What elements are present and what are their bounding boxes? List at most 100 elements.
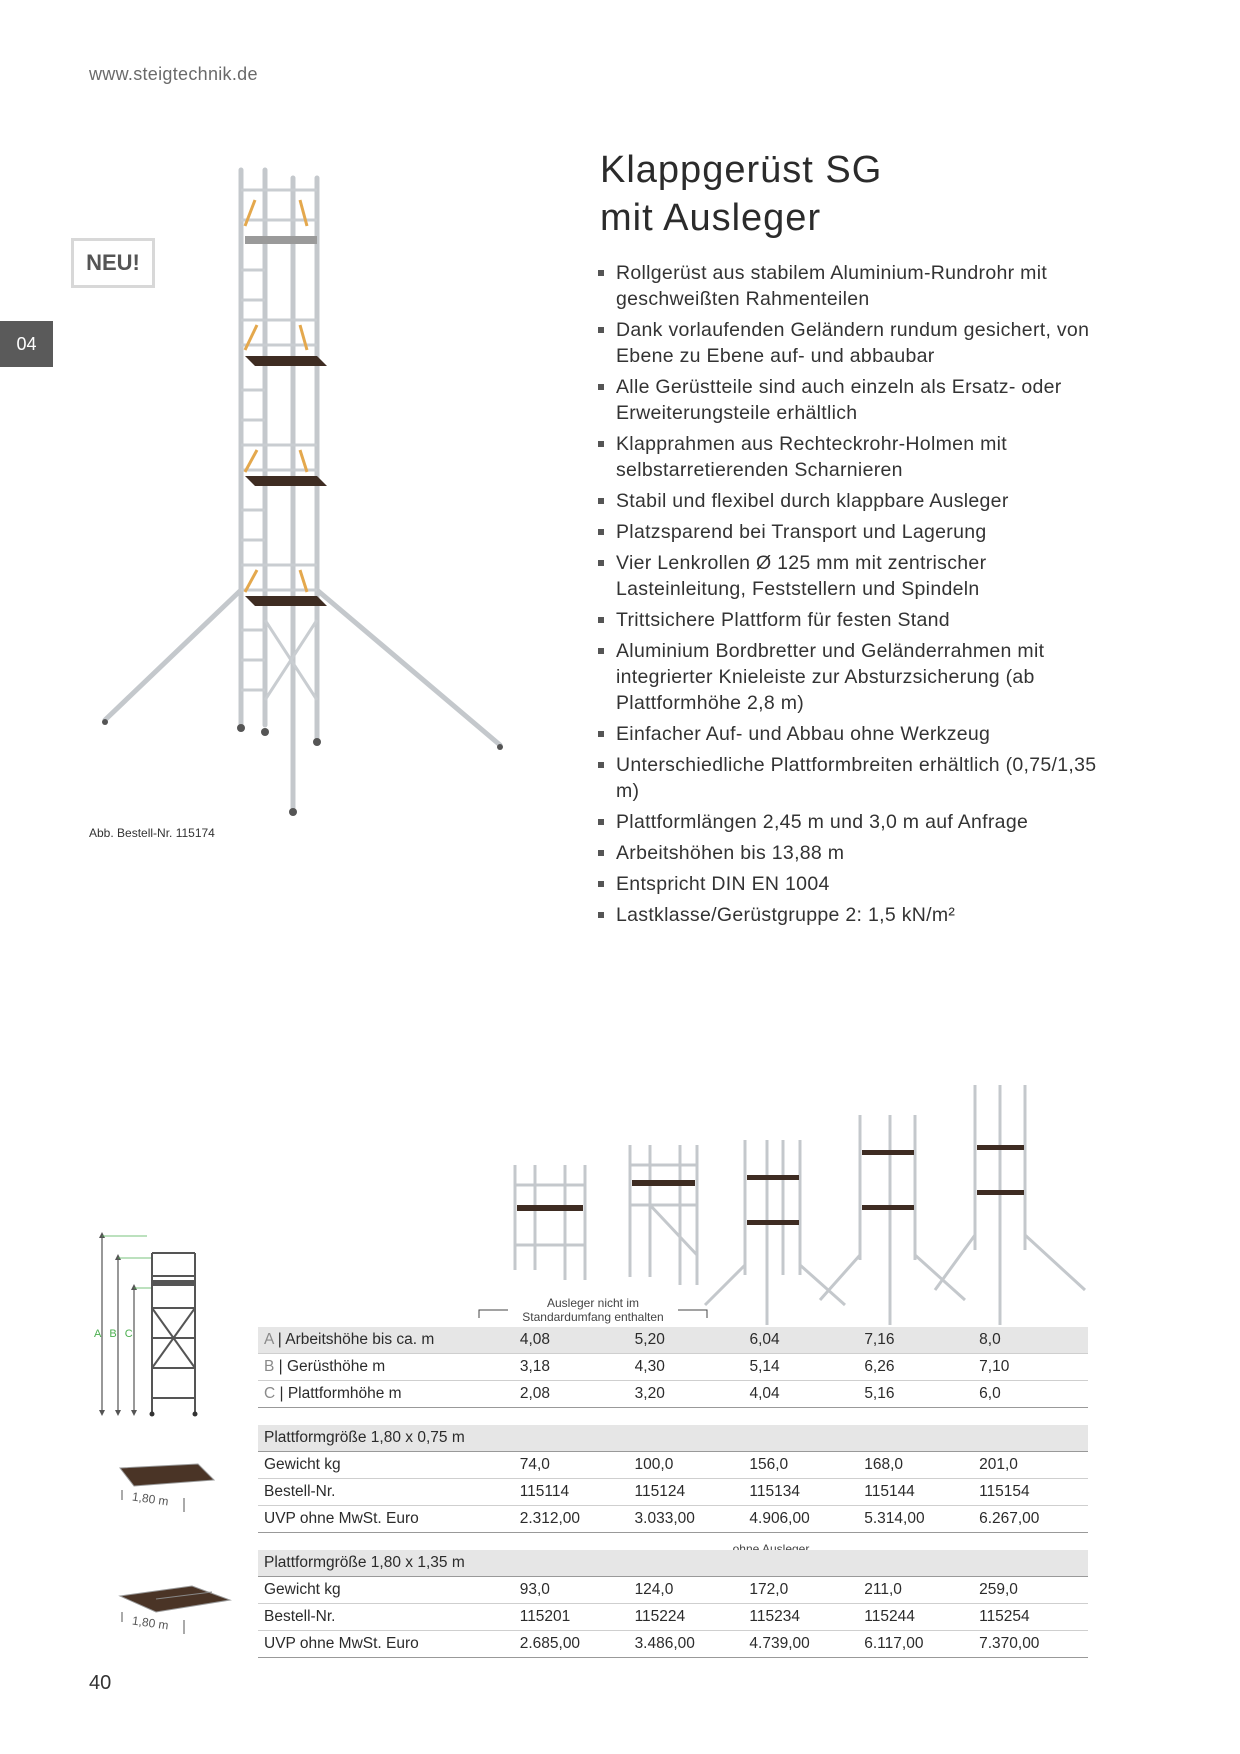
table-cell: 3,20 xyxy=(628,1380,744,1408)
table-cell: 259,0 xyxy=(973,1576,1088,1604)
table-cell: 124,0 xyxy=(628,1576,744,1604)
table-heading-row: Plattformgröße 1,80 x 1,35 m xyxy=(258,1550,1088,1577)
row-label-text: | Gerüsthöhe m xyxy=(274,1358,386,1375)
table-cell: 93,0 xyxy=(513,1576,629,1604)
table-cell: 115124 xyxy=(628,1478,744,1506)
feature-item: Plattformlängen 2,45 m und 3,0 m auf Anf… xyxy=(598,809,1118,835)
table-cell: 7,16 xyxy=(858,1327,974,1354)
letter-b: B xyxy=(109,1328,125,1340)
table-row: B | Gerüsthöhe m 3,18 4,30 5,14 6,26 7,1… xyxy=(258,1353,1088,1381)
table-cell: 156,0 xyxy=(743,1451,859,1479)
table-cell: 201,0 xyxy=(973,1451,1088,1479)
table-cell: 4.739,00 xyxy=(743,1630,859,1658)
feature-item: Stabil und flexibel durch klappbare Ausl… xyxy=(598,488,1118,514)
table-cell: 2.312,00 xyxy=(513,1505,629,1533)
table-cell: 4,04 xyxy=(743,1380,859,1408)
row-letter: B xyxy=(264,1358,275,1375)
feature-item: Einfacher Auf- und Abbau ohne Werkzeug xyxy=(598,721,1118,747)
letter-c: C xyxy=(124,1328,141,1340)
table-cell: 115144 xyxy=(858,1478,974,1506)
table-heading: Plattformgröße 1,80 x 1,35 m xyxy=(258,1550,1088,1577)
page-number: 40 xyxy=(89,1672,112,1694)
table-row: Bestell-Nr. 115201 115224 115234 115244 … xyxy=(258,1603,1088,1631)
feature-item: Aluminium Bordbretter und Geländerrahmen… xyxy=(598,638,1118,716)
table-cell: 6,26 xyxy=(858,1353,974,1381)
table-cell: 3.033,00 xyxy=(628,1505,744,1533)
title-line-2: mit Ausleger xyxy=(600,197,822,239)
table-cell: 7.370,00 xyxy=(973,1630,1088,1658)
title-line-1: Klappgerüst SG xyxy=(600,149,883,191)
row-label: B | Gerüsthöhe m xyxy=(258,1353,514,1381)
platform-135-table: Plattformgröße 1,80 x 1,35 m Gewicht kg … xyxy=(258,1550,1088,1658)
scaffold-variants-image xyxy=(513,1085,1087,1325)
feature-item: Entspricht DIN EN 1004 xyxy=(598,871,1118,897)
table-cell: 115134 xyxy=(743,1478,859,1506)
ausleger-note: Ausleger nicht im Standardumfang enthalt… xyxy=(478,1296,708,1324)
feature-item: Rollgerüst aus stabilem Aluminium-Rundro… xyxy=(598,260,1118,312)
table-cell: 115244 xyxy=(858,1603,974,1631)
feature-item: Arbeitshöhen bis 13,88 m xyxy=(598,840,1118,866)
platform-135-image xyxy=(118,1585,232,1634)
image-caption: Abb. Bestell-Nr. 115174 xyxy=(89,826,215,840)
website-url: www.steigtechnik.de xyxy=(89,64,258,84)
row-label: A | Arbeitshöhe bis ca. m xyxy=(258,1327,514,1354)
feature-item: Lastklasse/Gerüstgruppe 2: 1,5 kN/m² xyxy=(598,902,1118,928)
row-label: C | Plattformhöhe m xyxy=(258,1380,514,1408)
table-row: Bestell-Nr. 115114 115124 115134 115144 … xyxy=(258,1478,1088,1506)
feature-item: Platzsparend bei Transport und Lagerung xyxy=(598,519,1118,545)
feature-item: Alle Gerüstteile sind auch einzeln als E… xyxy=(598,374,1118,426)
table-cell: 115201 xyxy=(513,1603,629,1631)
table-cell: 115254 xyxy=(973,1603,1088,1631)
row-label: Gewicht kg xyxy=(258,1576,514,1604)
table-cell: 115114 xyxy=(513,1478,629,1506)
table-cell: 4,30 xyxy=(628,1353,744,1381)
table-cell: 100,0 xyxy=(628,1451,744,1479)
table-cell: 6,0 xyxy=(973,1380,1088,1408)
table-cell: 5,14 xyxy=(743,1353,859,1381)
table-cell: 6,04 xyxy=(743,1327,859,1354)
ausleger-note-bracket xyxy=(478,1309,708,1318)
table-cell: 115224 xyxy=(628,1603,744,1631)
letter-a: A xyxy=(94,1328,110,1340)
feature-item: Dank vorlaufenden Geländern rundum gesic… xyxy=(598,317,1118,369)
table-heading: Plattformgröße 1,80 x 0,75 m xyxy=(258,1425,1088,1452)
platform-075-image xyxy=(119,1463,216,1512)
feature-item: Unterschiedliche Plattformbreiten erhält… xyxy=(598,752,1118,804)
feature-item: Vier Lenkrollen Ø 125 mm mit zentrischer… xyxy=(598,550,1118,602)
feature-item: Trittsichere Plattform für festen Stand xyxy=(598,607,1118,633)
row-letter: C xyxy=(264,1385,276,1402)
height-diagram xyxy=(99,1232,198,1417)
feature-list: Rollgerüst aus stabilem Aluminium-Rundro… xyxy=(598,260,1118,933)
table-row: UVP ohne MwSt. Euro 2.685,00 3.486,00 4.… xyxy=(258,1630,1088,1658)
row-label-text: | Plattformhöhe m xyxy=(275,1385,402,1402)
table-cell: 5,16 xyxy=(858,1380,974,1408)
table-cell: 115234 xyxy=(743,1603,859,1631)
table-cell: 3.486,00 xyxy=(628,1630,744,1658)
table-row: UVP ohne MwSt. Euro 2.312,00 3.033,00 4.… xyxy=(258,1505,1088,1533)
height-letters: ABC xyxy=(94,1328,141,1340)
row-label-text: | Arbeitshöhe bis ca. m xyxy=(273,1331,435,1348)
table-cell: 74,0 xyxy=(513,1451,629,1479)
scaffold-main-image xyxy=(102,167,503,816)
chapter-tab: 04 xyxy=(0,321,53,367)
row-label: Gewicht kg xyxy=(258,1451,514,1479)
table-cell: 211,0 xyxy=(858,1576,974,1604)
table-cell: 172,0 xyxy=(743,1576,859,1604)
table-cell: 4.906,00 xyxy=(743,1505,859,1533)
heights-table: A | Arbeitshöhe bis ca. m 4,08 5,20 6,04… xyxy=(258,1327,1088,1408)
feature-item: Klapprahmen aus Rechteckrohr-Holmen mit … xyxy=(598,431,1118,483)
product-title: Klappgerüst SG mit Ausleger xyxy=(600,146,882,242)
table-heading-row: Plattformgröße 1,80 x 0,75 m xyxy=(258,1425,1088,1452)
table-cell: 115154 xyxy=(973,1478,1088,1506)
platform-075-table: Plattformgröße 1,80 x 0,75 m Gewicht kg … xyxy=(258,1425,1088,1533)
ausleger-note-text: Ausleger nicht im Standardumfang enthalt… xyxy=(522,1296,664,1324)
row-label: UVP ohne MwSt. Euro xyxy=(258,1505,514,1533)
table-row: Gewicht kg 93,0 124,0 172,0 211,0 259,0 xyxy=(258,1576,1088,1604)
table-cell: 6.117,00 xyxy=(858,1630,974,1658)
table-row: C | Plattformhöhe m 2,08 3,20 4,04 5,16 … xyxy=(258,1380,1088,1408)
table-cell: 5.314,00 xyxy=(858,1505,974,1533)
table-row: Gewicht kg 74,0 100,0 156,0 168,0 201,0 xyxy=(258,1451,1088,1479)
table-cell: 6.267,00 xyxy=(973,1505,1088,1533)
table-cell: 2.685,00 xyxy=(513,1630,629,1658)
table-cell: 168,0 xyxy=(858,1451,974,1479)
